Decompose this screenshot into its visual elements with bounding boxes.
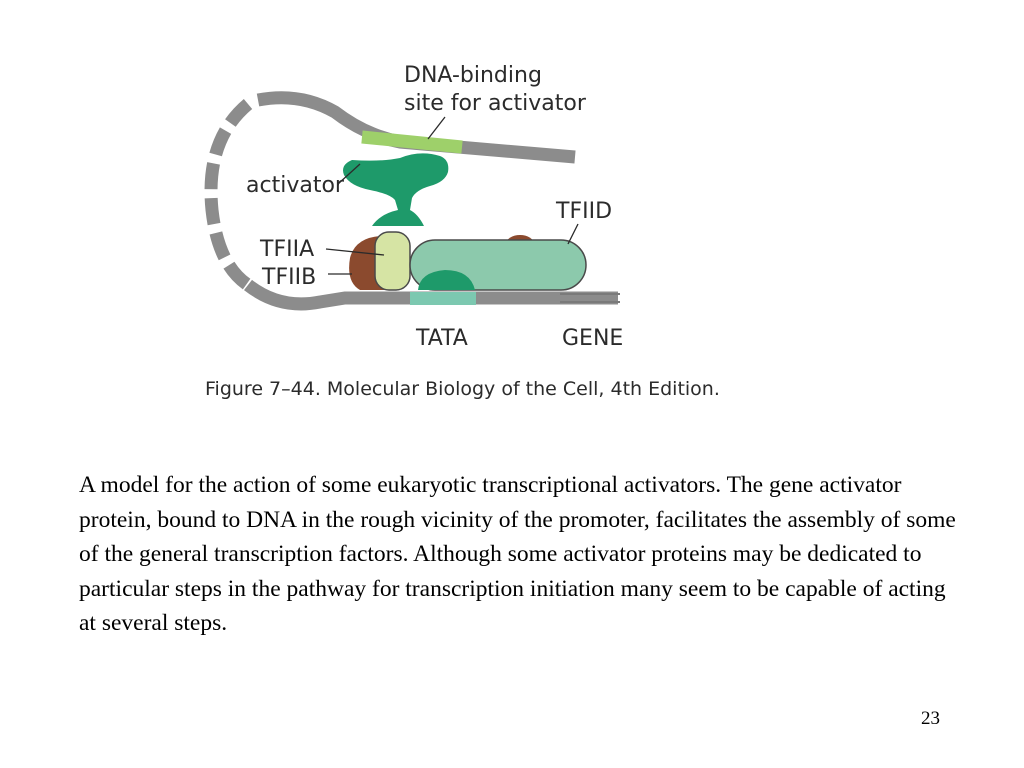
leader-tfiid (567, 223, 579, 245)
label-tfiia: TFIIA (259, 237, 314, 262)
dna-binding-site (361, 130, 463, 154)
dna-lower-strand (244, 279, 618, 311)
page-number: 23 (921, 708, 940, 729)
leader-binding-site (427, 116, 446, 140)
tfiid-protein (409, 239, 587, 291)
leader-activator (337, 163, 361, 185)
leader-lines (325, 116, 579, 275)
tfiia-protein (374, 231, 411, 291)
leader-tfiia (325, 248, 385, 256)
dna-loop-arc (204, 99, 253, 291)
label-tfiib: TFIIB (261, 265, 316, 290)
label-dna-binding-line1: DNA-binding (404, 63, 542, 88)
label-dna-binding-line2: site for activator (404, 91, 587, 116)
label-tfiid: TFIID (555, 199, 612, 224)
dna-loop (204, 91, 620, 311)
label-activator: activator (246, 173, 345, 198)
activator-protein (343, 153, 449, 226)
slide-body-text: A model for the action of some eukaryoti… (79, 472, 956, 636)
tata-box (410, 292, 476, 305)
figure-caption: Figure 7–44. Molecular Biology of the Ce… (205, 378, 720, 400)
tfiid-dark-subunit (418, 270, 475, 290)
activator-shape (343, 153, 449, 226)
label-gene: GENE (562, 326, 623, 351)
label-tata: TATA (415, 326, 468, 351)
transcription-activator-diagram: DNA-binding site for activator activator… (204, 63, 720, 400)
